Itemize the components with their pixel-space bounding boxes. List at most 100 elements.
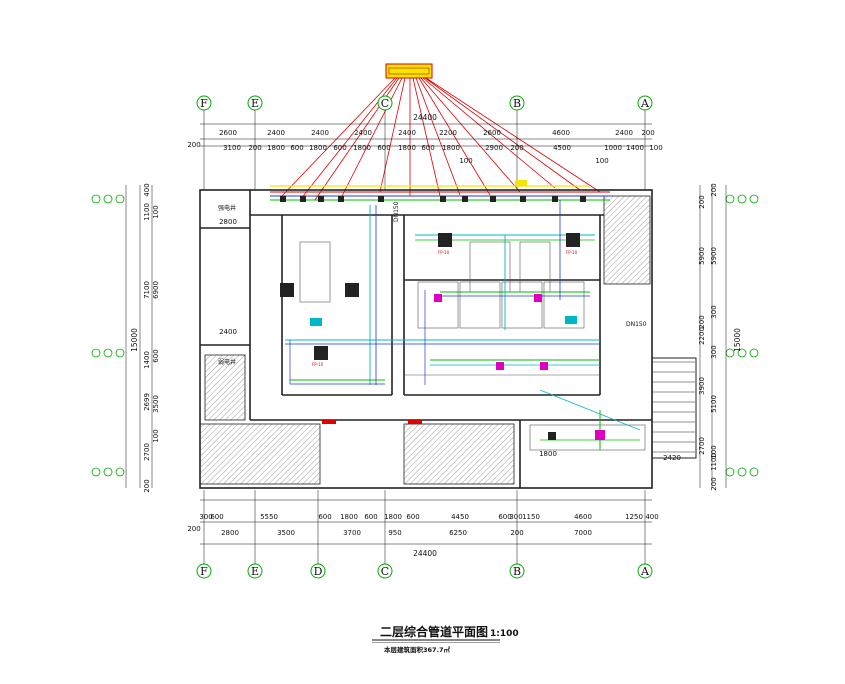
- equipment: [280, 180, 605, 440]
- svg-text:2699: 2699: [143, 393, 151, 411]
- fp-tag-3: FP-10: [312, 362, 324, 367]
- top-axis-bubbles: [196, 95, 653, 111]
- svg-text:2200: 2200: [439, 129, 457, 137]
- svg-text:1400: 1400: [626, 144, 644, 152]
- dim-top-row2: 200 3100 200 1800 600 1800 600 1800 600 …: [187, 141, 662, 152]
- svg-text:7100: 7100: [143, 281, 151, 299]
- svg-text:100: 100: [710, 445, 718, 458]
- valve-symbols: [280, 196, 586, 202]
- axis-top-a: A: [640, 97, 650, 110]
- svg-text:200: 200: [187, 525, 200, 533]
- svg-text:6900: 6900: [152, 281, 160, 299]
- svg-text:400: 400: [645, 513, 658, 521]
- svg-text:600: 600: [498, 513, 511, 521]
- svg-text:200: 200: [698, 195, 706, 208]
- svg-text:200: 200: [698, 315, 706, 328]
- svg-text:300: 300: [509, 513, 522, 521]
- svg-text:3100: 3100: [223, 144, 241, 152]
- dim-top-row1: 2600 2400 2400 2400 2400 2200 2600 4600 …: [219, 129, 655, 137]
- svg-text:600: 600: [364, 513, 377, 521]
- svg-text:2600: 2600: [219, 129, 237, 137]
- svg-text:200: 200: [710, 477, 718, 490]
- axis-top-e: E: [251, 97, 259, 110]
- bottom-axis-bubbles: [196, 563, 653, 579]
- dim-bottom-row1: 300 600 5550 600 1800 600 1800 600 4450 …: [199, 513, 658, 521]
- dim-right-inner: 200 5900 200 2200 3900 2700: [698, 195, 706, 455]
- interior-lines: [299, 241, 646, 451]
- fp-tag-2: FP-10: [566, 250, 578, 255]
- svg-text:2400: 2400: [311, 129, 329, 137]
- svg-text:1800: 1800: [267, 144, 285, 152]
- svg-text:600: 600: [318, 513, 331, 521]
- axis-bottom-d: D: [314, 565, 323, 578]
- svg-text:2700: 2700: [143, 443, 151, 461]
- svg-text:600: 600: [421, 144, 434, 152]
- svg-text:1150: 1150: [522, 513, 540, 521]
- dim-right-outer: 200 5900 300 300 5100 100 1100 200: [710, 183, 718, 490]
- svg-text:5100: 5100: [710, 395, 718, 413]
- svg-text:100: 100: [595, 157, 608, 165]
- fp-tag-1: FP-10: [438, 250, 450, 255]
- svg-text:300: 300: [710, 305, 718, 318]
- dim-misc-3: 2420: [663, 454, 681, 462]
- svg-text:2800: 2800: [221, 529, 239, 537]
- svg-text:2400: 2400: [267, 129, 285, 137]
- svg-text:3900: 3900: [698, 377, 706, 395]
- svg-text:2200: 2200: [698, 327, 706, 345]
- svg-text:600: 600: [333, 144, 346, 152]
- axis-top-f: F: [200, 97, 208, 110]
- side-axis-markers: [91, 194, 759, 477]
- svg-text:1800: 1800: [340, 513, 358, 521]
- shaft-top-label: 强电井: [218, 204, 236, 212]
- svg-text:200: 200: [710, 183, 718, 196]
- svg-text:1800: 1800: [353, 144, 371, 152]
- axis-bottom-f: F: [200, 565, 208, 578]
- axis-top-c: C: [381, 97, 389, 110]
- svg-text:1800: 1800: [309, 144, 327, 152]
- svg-text:1000: 1000: [604, 144, 622, 152]
- svg-text:600: 600: [406, 513, 419, 521]
- hatched-zones: [199, 195, 651, 485]
- svg-text:600: 600: [290, 144, 303, 152]
- svg-text:2900: 2900: [485, 144, 503, 152]
- svg-text:7000: 7000: [574, 529, 592, 537]
- svg-text:2400: 2400: [398, 129, 416, 137]
- dim-right-total: 15000: [733, 328, 742, 352]
- dim-misc-1: 2800: [219, 218, 237, 226]
- svg-text:2600: 2600: [483, 129, 501, 137]
- dim-misc-4: 1800: [539, 450, 557, 458]
- area-note: 本层建筑面积367.7㎡: [384, 645, 451, 654]
- svg-text:600: 600: [210, 513, 223, 521]
- svg-text:300: 300: [710, 345, 718, 358]
- svg-text:1250: 1250: [625, 513, 643, 521]
- svg-text:3700: 3700: [343, 529, 361, 537]
- axis-bottom-e: E: [251, 565, 259, 578]
- svg-text:400: 400: [143, 183, 151, 196]
- svg-text:5900: 5900: [698, 247, 706, 265]
- svg-text:4600: 4600: [552, 129, 570, 137]
- axis-bottom-c: C: [381, 565, 389, 578]
- svg-text:200: 200: [510, 529, 523, 537]
- svg-text:4450: 4450: [451, 513, 469, 521]
- dim-left-outer: 400 1100 7100 1400 2699 2700 200: [143, 183, 151, 492]
- svg-text:1800: 1800: [384, 513, 402, 521]
- stair-treads: [651, 357, 697, 459]
- svg-text:1100: 1100: [143, 203, 151, 221]
- svg-text:1400: 1400: [143, 351, 151, 369]
- svg-text:200: 200: [510, 144, 523, 152]
- svg-text:950: 950: [388, 529, 401, 537]
- svg-text:100: 100: [649, 144, 662, 152]
- svg-text:100: 100: [152, 205, 160, 218]
- svg-text:200: 200: [641, 129, 654, 137]
- svg-text:2400: 2400: [354, 129, 372, 137]
- svg-text:4600: 4600: [574, 513, 592, 521]
- dim-bottom-row2: 200 2800 3500 3700 950 6250 200 7000: [187, 525, 592, 537]
- pipe-network: [270, 185, 641, 450]
- dim-bottom-total: 24400: [413, 549, 437, 558]
- svg-text:200: 200: [187, 141, 200, 149]
- svg-text:5900: 5900: [710, 247, 718, 265]
- svg-text:200: 200: [248, 144, 261, 152]
- dn-label-2: DN150: [393, 201, 400, 222]
